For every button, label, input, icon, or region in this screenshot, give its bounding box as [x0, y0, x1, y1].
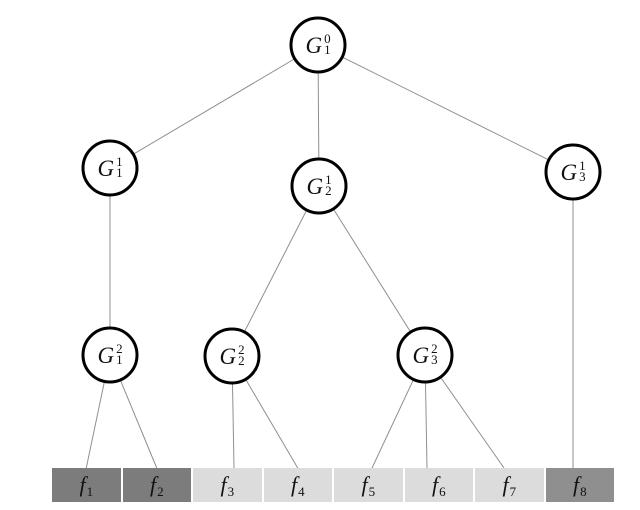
node-symbol: G [306, 173, 324, 199]
node-superscript: 0 [324, 31, 331, 46]
node-superscript: 2 [116, 341, 123, 356]
node-circle-G1_0 [289, 16, 347, 74]
node-symbol: G [560, 159, 578, 185]
leaf-symbol: f [502, 472, 509, 497]
edge-G2_1-G3_2 [318, 185, 426, 356]
node-superscript: 1 [116, 154, 123, 169]
node-symbol: G [305, 32, 323, 58]
leaf-subscript: 8 [580, 483, 587, 499]
node-subscript: 2 [238, 353, 245, 368]
node-superscript: 2 [431, 341, 438, 356]
leaf-subscript: 1 [86, 483, 94, 499]
leaf-subscript: 3 [227, 483, 235, 499]
leaf-subscript: 5 [368, 483, 376, 499]
node-superscript: 2 [238, 342, 245, 357]
node-circle-G2_2 [203, 327, 261, 385]
leaf-symbol: f [361, 472, 368, 497]
leaf-symbol: f [290, 472, 298, 497]
edge-G1_0-G1_1 [109, 44, 319, 169]
node-superscript: 1 [325, 172, 332, 187]
leaf-symbol: f [431, 472, 439, 497]
leaf-subscript: 7 [509, 483, 517, 499]
node-subscript: 1 [116, 165, 123, 180]
leaf-subscript: 6 [439, 483, 446, 499]
node-circle-G1_1 [81, 139, 139, 197]
node-superscript: 1 [579, 158, 586, 173]
edge-G1_0-G3_1 [317, 44, 574, 173]
node-circle-G3_1 [544, 143, 602, 201]
node-symbol: G [219, 343, 237, 369]
leaf-symbol: f [79, 472, 86, 497]
node-subscript: 1 [116, 352, 123, 367]
leaf-symbol: f [220, 472, 227, 497]
node-circle-G3_2 [396, 326, 454, 384]
edge-G2_1-G2_2 [231, 185, 320, 357]
leaf-subscript: 2 [157, 483, 164, 499]
node-subscript: 3 [431, 352, 438, 367]
node-circle-G1_2 [81, 326, 139, 384]
node-subscript: 1 [324, 42, 331, 57]
node-subscript: 2 [325, 183, 332, 198]
leaf-symbol: f [572, 472, 580, 497]
leaf-subscript: 4 [298, 483, 305, 499]
node-circle-G2_1 [290, 157, 348, 215]
leaf-symbol: f [149, 472, 157, 497]
node-symbol: G [97, 155, 115, 181]
node-subscript: 3 [579, 169, 586, 184]
node-symbol: G [97, 342, 115, 368]
node-symbol: G [412, 342, 430, 368]
